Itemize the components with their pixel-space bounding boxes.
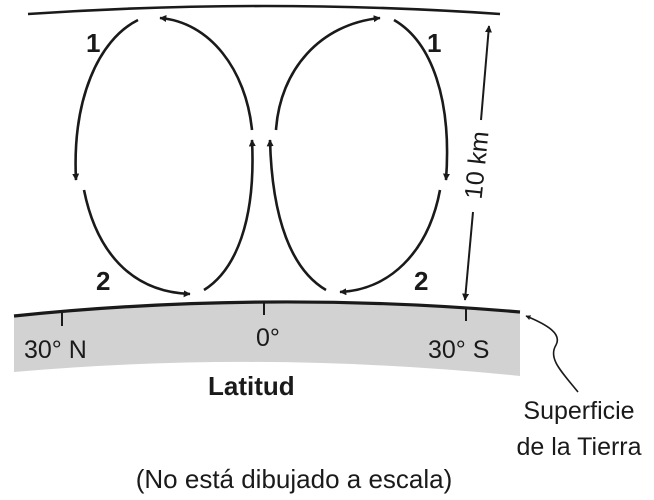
earth-surface-band <box>14 301 520 376</box>
right-cell-arrow-right <box>393 18 450 181</box>
right-cell-arrow-bottom <box>339 189 442 296</box>
latitude-label-30s: 30° S <box>428 336 489 364</box>
left-cell-arrow-left <box>72 18 139 181</box>
height-dimension-arrow-up <box>480 25 492 121</box>
latitude-ticks <box>61 301 467 326</box>
cell-label-lower-left: 2 <box>96 266 110 296</box>
left-circulation-cell <box>72 15 256 298</box>
latitude-label-30n: 30° N <box>24 336 87 364</box>
cell-label-upper-right: 1 <box>427 28 441 58</box>
height-dimension-arrow-down <box>462 211 474 301</box>
height-dimension: 10 km <box>460 25 495 301</box>
left-cell-arrow-right <box>203 139 256 292</box>
left-cell-arrow-bottom <box>82 189 191 298</box>
height-label: 10 km <box>460 130 495 201</box>
earth-surface-line <box>13 300 521 318</box>
upper-boundary-line <box>27 4 501 16</box>
latitude-axis-title: Latitud <box>208 371 295 401</box>
surface-callout-line2: de la Tierra <box>516 433 641 461</box>
left-cell-arrow-top <box>159 15 254 131</box>
right-circulation-cell <box>266 15 450 296</box>
surface-callout-leader <box>525 315 579 393</box>
surface-callout-line1: Superficie <box>523 397 634 425</box>
cell-label-lower-right: 2 <box>414 266 428 296</box>
right-cell-arrow-top <box>274 15 381 131</box>
scale-note: (No está dibujado a escala) <box>136 464 453 494</box>
cell-label-upper-left: 1 <box>86 28 100 58</box>
latitude-label-0: 0° <box>256 324 280 352</box>
right-cell-arrow-left <box>266 139 327 292</box>
